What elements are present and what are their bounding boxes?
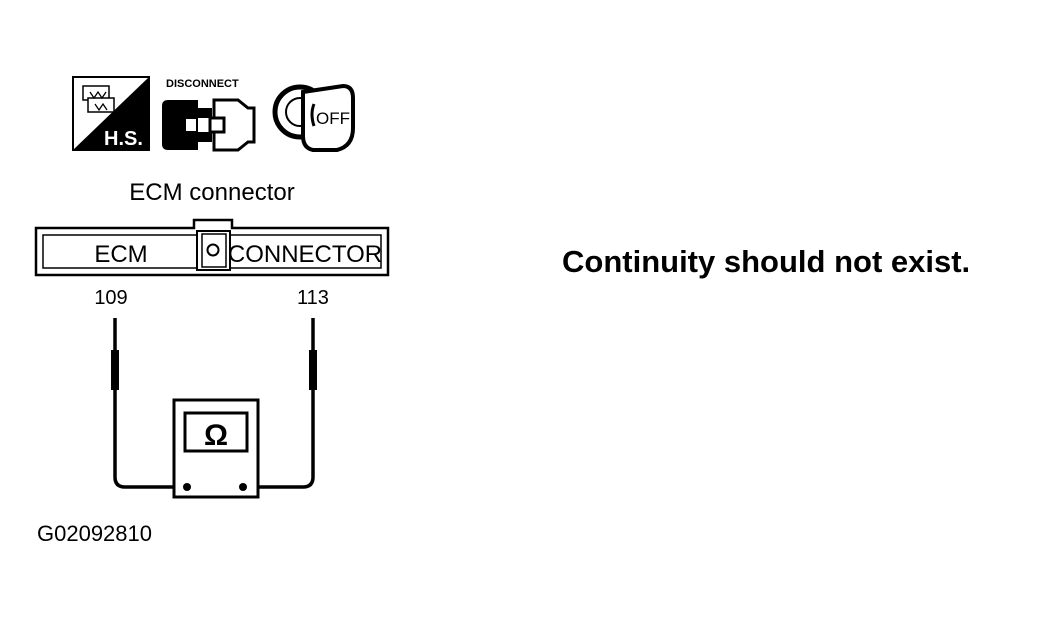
continuity-statement: Continuity should not exist. xyxy=(562,244,971,279)
terminal-113-label: 113 xyxy=(297,287,329,309)
harness-side-label: H.S. xyxy=(104,128,143,150)
ohmmeter-icon: Ω xyxy=(172,398,260,499)
figure-id: G02092810 xyxy=(37,521,152,546)
ignition-off-label: OFF xyxy=(316,109,350,128)
harness-side-icon: H.S. xyxy=(72,76,150,151)
ecm-connector: ECM connector ECM CONNECTOR xyxy=(34,179,390,277)
ohm-symbol: Ω xyxy=(204,419,228,452)
probe-lead-left xyxy=(111,318,187,489)
disconnect-icon: DISCONNECT xyxy=(162,78,256,152)
connector-title: ECM connector xyxy=(129,179,294,206)
connector-left-label: ECM xyxy=(94,241,147,268)
connector-right-label: CONNECTOR xyxy=(228,241,382,268)
probe-lead-right xyxy=(243,318,317,489)
terminal-109-label: 109 xyxy=(94,287,127,309)
disconnect-label: DISCONNECT xyxy=(166,78,239,90)
ignition-key-off-icon: OFF xyxy=(272,83,355,152)
